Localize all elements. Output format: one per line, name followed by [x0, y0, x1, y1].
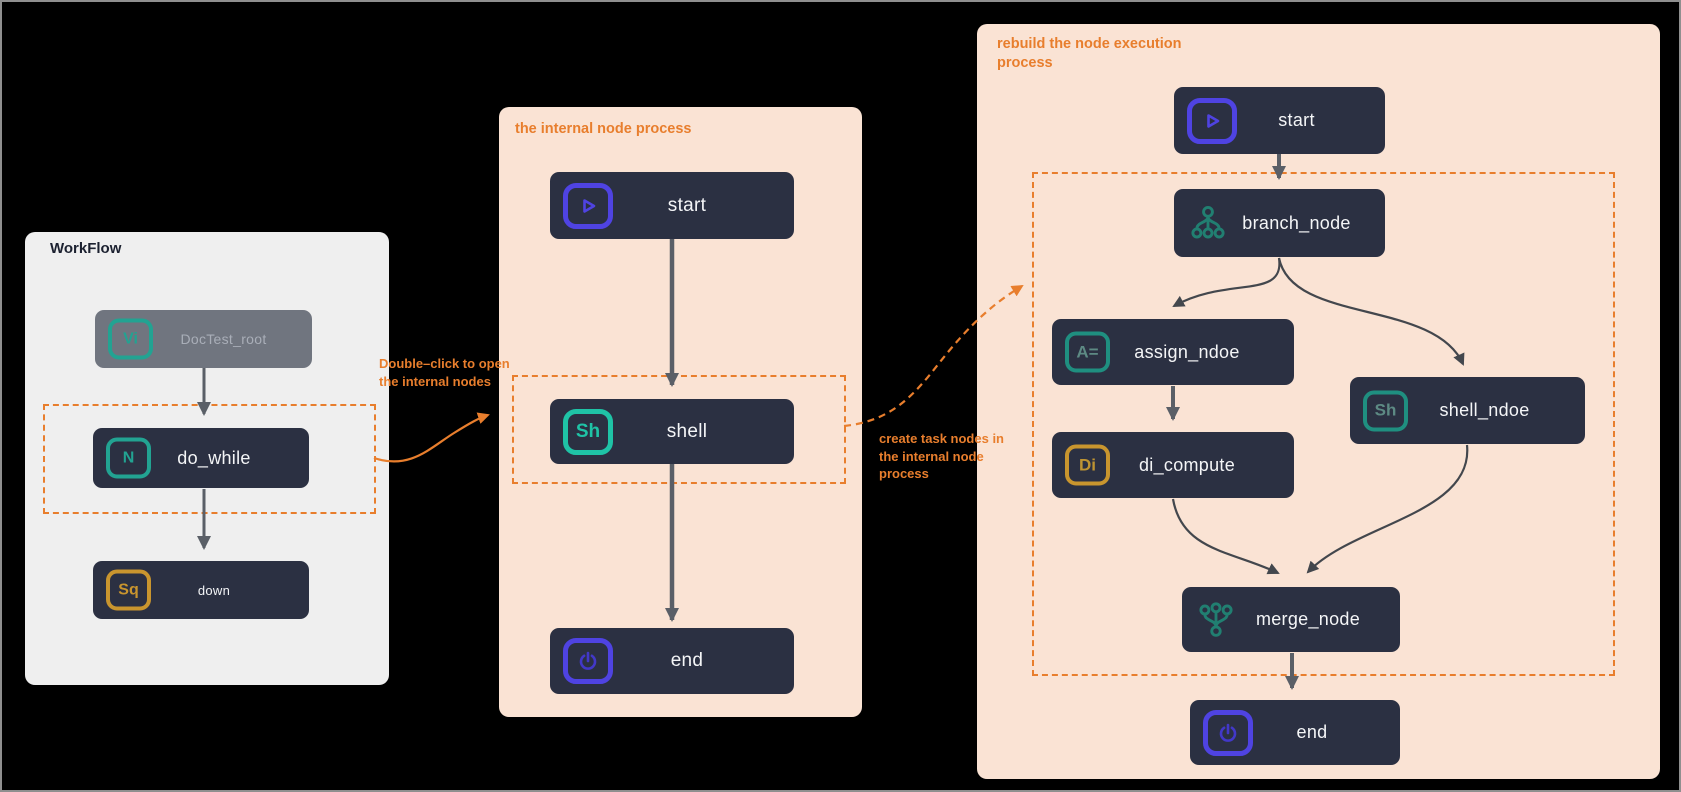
node-assign[interactable]: A= assign_ndoe — [1052, 319, 1294, 385]
node-start-rebuild[interactable]: start — [1174, 87, 1385, 154]
play-icon — [1187, 97, 1237, 144]
node-do-while[interactable]: N do_while — [93, 428, 309, 488]
node-label: shell_ndoe — [1439, 400, 1530, 420]
node-label: shell — [666, 420, 708, 442]
annotation-line: process — [879, 466, 929, 481]
node-label: start — [1278, 110, 1315, 130]
edge-shellndoe-to-merge — [1306, 444, 1469, 574]
node-label: di_compute — [1138, 454, 1236, 475]
power-icon — [563, 638, 613, 684]
highlight-box-shell — [512, 375, 846, 484]
node-shell[interactable]: Sh shell — [550, 399, 794, 464]
highlight-box-execution-group — [1032, 172, 1615, 676]
panel-internal-title: the internal node process — [515, 121, 692, 137]
power-icon — [1203, 709, 1253, 756]
node-label: down — [197, 582, 231, 598]
node-start-internal[interactable]: start — [550, 172, 794, 239]
node-down[interactable]: Sq down — [93, 561, 309, 619]
node-label: assign_ndoe — [1134, 341, 1240, 362]
di-badge-icon: Di — [1065, 444, 1110, 486]
node-end-rebuild[interactable]: end — [1190, 700, 1400, 765]
assign-badge-icon: A= — [1065, 331, 1110, 373]
annotation-line: the internal nodes — [379, 373, 491, 389]
node-branch[interactable]: branch_node — [1174, 189, 1385, 257]
node-label: end — [670, 650, 704, 671]
node-shell-ndoe[interactable]: Sh shell_ndoe — [1350, 377, 1585, 444]
branch-icon — [1186, 201, 1230, 245]
node-label: do_while — [177, 447, 251, 468]
node-label: end — [1296, 722, 1328, 742]
annotation-create-task-nodes: create task nodes in the internal node p… — [879, 430, 1004, 483]
annotation-arrow-shell-to-execution-group — [843, 284, 1024, 428]
sh-badge-icon: Sh — [563, 408, 613, 455]
node-label: branch_node — [1242, 212, 1351, 233]
node-doctest-root[interactable]: Vi DocTest_root — [95, 310, 312, 368]
n-badge-icon: N — [106, 437, 151, 479]
vi-badge-icon: Vi — [108, 318, 153, 360]
panel-workflow-title: WorkFlow — [50, 240, 122, 257]
merge-icon — [1194, 598, 1238, 642]
annotation-line: the internal node — [879, 448, 984, 464]
sq-badge-icon: Sq — [106, 569, 151, 611]
edge-dicompute-to-merge — [1171, 498, 1280, 575]
node-merge[interactable]: merge_node — [1182, 587, 1400, 652]
play-icon — [563, 182, 613, 229]
panel-rebuild-title: rebuild the node execution process — [997, 36, 1182, 71]
annotation-line: Double–click to open — [379, 356, 510, 371]
node-label: start — [667, 194, 707, 216]
annotation-double-click: Double–click to open the internal nodes — [379, 355, 510, 390]
node-end-internal[interactable]: end — [550, 628, 794, 694]
annotation-arrow-dowhile-to-shell — [373, 412, 490, 463]
edge-branch-to-assign — [1172, 257, 1281, 307]
edge-branch-to-shellndoe — [1277, 257, 1465, 366]
annotation-line: create task nodes in — [879, 431, 1004, 446]
node-di-compute[interactable]: Di di_compute — [1052, 432, 1294, 498]
node-label: DocTest_root — [180, 331, 267, 347]
sh-badge-icon: Sh — [1363, 390, 1408, 431]
node-label: merge_node — [1255, 609, 1361, 629]
